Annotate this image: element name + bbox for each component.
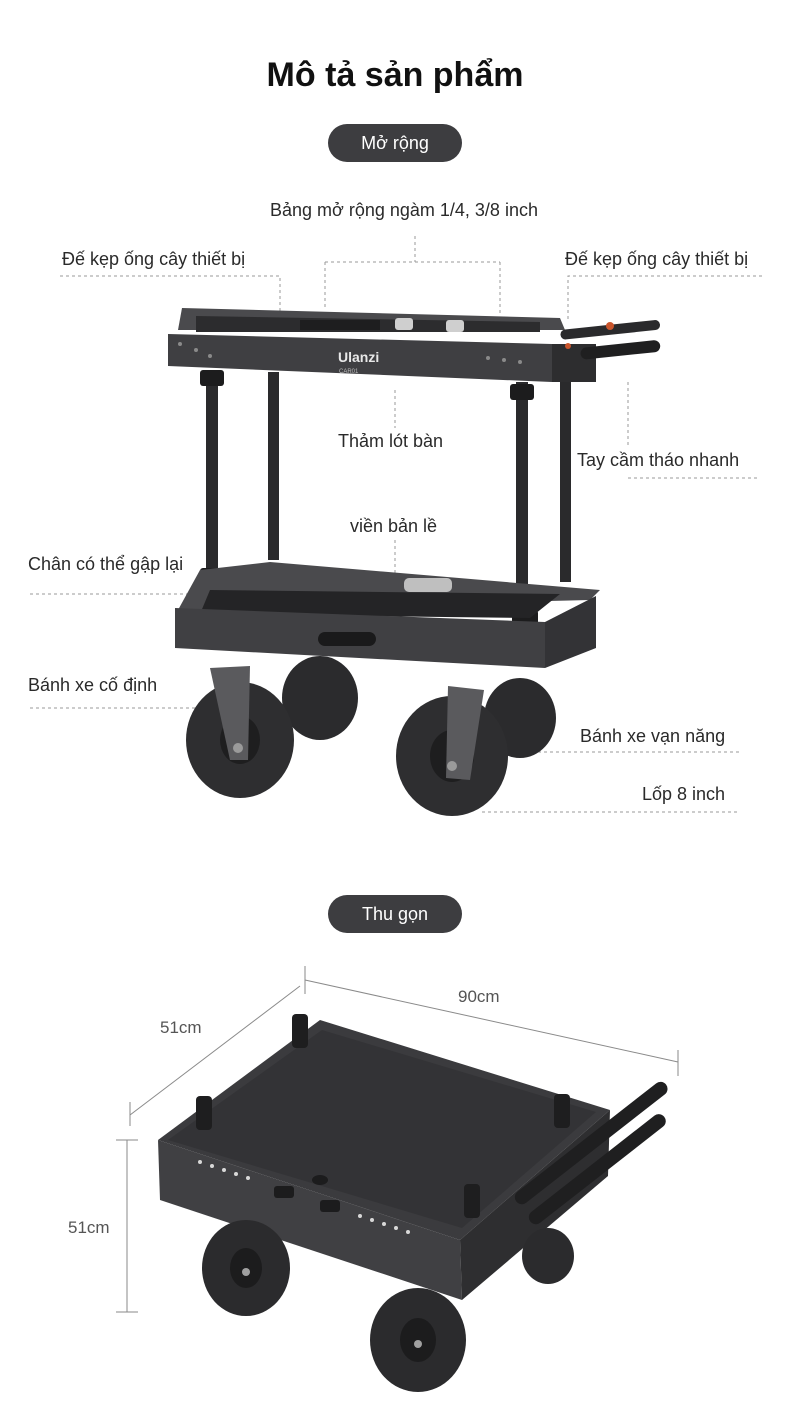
callout-tube-clamp-left: Đế kẹp ống cây thiết bị bbox=[62, 249, 246, 269]
dimension-height: 51cm bbox=[68, 1218, 110, 1237]
page-title: Mô tả sản phẩm bbox=[266, 56, 524, 94]
callout-foldable-legs: Chân có thể gập lại bbox=[28, 554, 184, 574]
wheels bbox=[186, 656, 556, 816]
dimension-length: 90cm bbox=[458, 987, 500, 1006]
upper-tray bbox=[168, 308, 596, 382]
callout-universal-wheel: Bánh xe vạn năng bbox=[580, 726, 726, 746]
lower-tray bbox=[175, 562, 600, 668]
callout-tire: Lốp 8 inch bbox=[642, 784, 726, 804]
expanded-cart-illustration: Ulanzi CAR01 bbox=[30, 236, 762, 816]
callout-hinge-edge: viền bản lề bbox=[350, 516, 438, 536]
callout-expansion-board: Bảng mở rộng ngàm 1/4, 3/8 inch bbox=[270, 200, 538, 220]
model-label: CAR01 bbox=[339, 369, 359, 375]
handle bbox=[560, 320, 661, 360]
callout-fixed-wheel: Bánh xe cố định bbox=[28, 675, 158, 695]
expanded-tab-label: Mở rộng bbox=[328, 124, 462, 162]
brand-logo: Ulanzi bbox=[338, 349, 379, 365]
callout-tube-clamp-right: Đế kẹp ống cây thiết bị bbox=[565, 249, 749, 269]
callout-table-mat: Thảm lót bàn bbox=[338, 431, 444, 451]
dimension-width: 51cm bbox=[160, 1018, 202, 1037]
folded-tab-label: Thu gọn bbox=[328, 895, 462, 933]
callout-quick-release-handle: Tay cầm tháo nhanh bbox=[577, 450, 740, 470]
